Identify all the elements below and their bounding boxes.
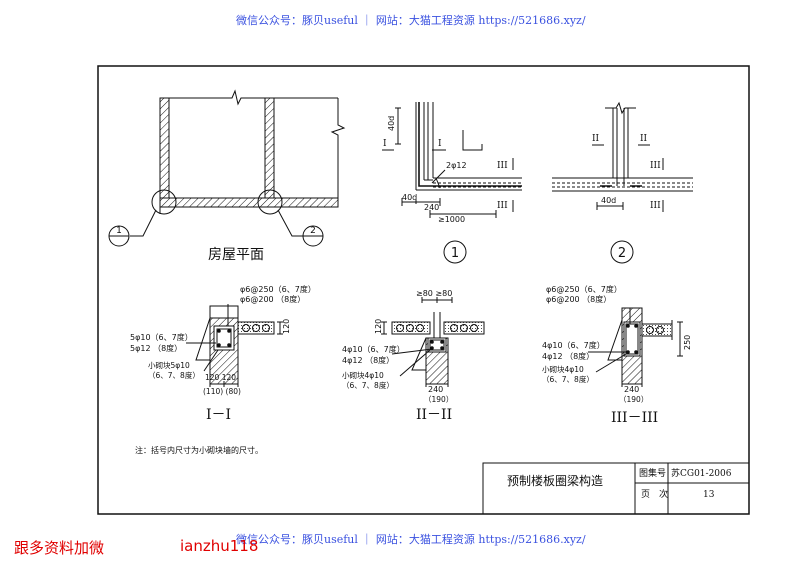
section3-stirrup-b: φ6@200 （8度） bbox=[546, 294, 611, 304]
section2-rebar-b: 4φ12 （8度） bbox=[342, 355, 394, 365]
section1-dim-width-alt: (110) (80) bbox=[203, 387, 241, 396]
section1-block-b: （6、7、8度） bbox=[148, 370, 200, 380]
footer-left-text: 跟多资料加微 bbox=[14, 539, 105, 557]
detail1-cut-i-right: I bbox=[438, 139, 442, 149]
section1-rebar-a: 5φ10（6、7度） bbox=[130, 332, 193, 342]
section3-rebar-a: 4φ10（6、7度） bbox=[542, 340, 605, 350]
section2-dim-120: 120 bbox=[374, 319, 383, 334]
section3-rebar-b: 4φ12 （8度） bbox=[542, 351, 594, 361]
section1-dim-width: 120 120 bbox=[205, 373, 236, 382]
section2-rebar-a: 4φ10（6、7度） bbox=[342, 344, 405, 354]
section3-dim-240: 240 bbox=[624, 385, 639, 394]
detail1-cut-iii-top: III bbox=[497, 161, 508, 171]
detail1-dim-240: 240 bbox=[424, 203, 439, 212]
section3-dim-190: （190） bbox=[619, 395, 648, 404]
title-block bbox=[482, 462, 750, 515]
section-i-i bbox=[186, 304, 283, 387]
detail1-dim-1000: ≥1000 bbox=[438, 215, 465, 224]
detail1-dim-40d-horizontal: 40d bbox=[402, 193, 417, 202]
detail2-cut-ii-right: II bbox=[640, 134, 648, 144]
drawing-note: 注：括号内尺寸为小砌块墙的尺寸。 bbox=[135, 445, 263, 455]
section1-block-a: 小砌块5φ10 bbox=[148, 360, 190, 370]
section2-block-a: 小砌块4φ10 bbox=[342, 370, 384, 380]
detail-1 bbox=[382, 102, 522, 264]
detail2-cut-iii-top: III bbox=[650, 161, 661, 171]
section3-title: III－III bbox=[611, 410, 658, 426]
titleblock-page-number: 13 bbox=[703, 490, 715, 500]
section2-dim-240: 240 bbox=[428, 385, 443, 394]
section3-stirrup-a: φ6@250（6、7度） bbox=[546, 284, 622, 294]
callout-1-number: 1 bbox=[116, 226, 122, 236]
section-ii-ii bbox=[381, 297, 485, 387]
detail2-cut-iii-bottom: III bbox=[650, 201, 661, 211]
detail1-cut-i-left: I bbox=[383, 139, 387, 149]
detail2-circle-number: 2 bbox=[618, 246, 626, 261]
detail2-dim-40d: 40d bbox=[601, 196, 616, 205]
section3-block-b: （6、7、8度） bbox=[542, 374, 594, 384]
titleblock-page-label: 页 次 bbox=[641, 488, 668, 500]
titleblock-title: 预制楼板圈梁构造 bbox=[507, 473, 603, 488]
detail2-cut-ii-left: II bbox=[592, 134, 600, 144]
section1-dim-120-slab: 120 bbox=[282, 319, 291, 334]
plan-caption: 房屋平面 bbox=[208, 247, 264, 263]
watermark-top: 微信公众号：豚贝useful ｜ 网站：大猫工程资源 https://52168… bbox=[236, 14, 586, 27]
footer-right-text: ianzhu118 bbox=[180, 537, 259, 555]
detail1-circle-number: 1 bbox=[451, 246, 459, 261]
section1-title: I－I bbox=[206, 407, 231, 423]
section1-stirrup-a: φ6@250（6、7度） bbox=[240, 284, 316, 294]
section3-block-a: 小砌块4φ10 bbox=[542, 364, 584, 374]
watermark-bottom: 微信公众号：豚贝useful ｜ 网站：大猫工程资源 https://52168… bbox=[236, 533, 586, 546]
section2-dim-190: （190） bbox=[424, 395, 453, 404]
section1-rebar-b: 5φ12 （8度） bbox=[130, 343, 182, 353]
section-iii-iii bbox=[588, 307, 683, 387]
house-plan bbox=[108, 89, 346, 247]
section2-title: II－II bbox=[416, 407, 452, 423]
detail1-bar-label: 2φ12 bbox=[446, 161, 467, 170]
detail1-cut-iii-bottom: III bbox=[497, 201, 508, 211]
section3-dim-250: 250 bbox=[683, 335, 692, 350]
titleblock-atlas-label: 图集号 bbox=[639, 467, 666, 479]
drawing-frame bbox=[97, 65, 750, 515]
detail-2 bbox=[552, 101, 693, 264]
section1-stirrup-b: φ6@200 （8度） bbox=[240, 294, 305, 304]
section2-dim-80: ≥80 ≥80 bbox=[416, 289, 452, 298]
detail1-dim-40d-vertical: 40d bbox=[387, 116, 396, 131]
section2-block-b: （6、7、8度） bbox=[342, 380, 394, 390]
titleblock-atlas-number: 苏CG01-2006 bbox=[671, 467, 732, 479]
callout-2-number: 2 bbox=[310, 226, 316, 236]
